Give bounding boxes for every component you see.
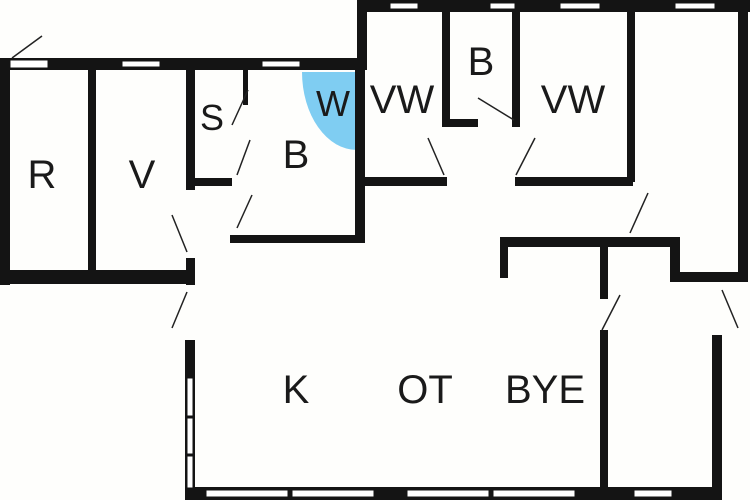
room-label-b-top: B <box>468 40 495 84</box>
doors <box>11 35 739 331</box>
room-labels: R V S B W B VW VW K OT BYE <box>28 40 606 412</box>
wet-area-zone <box>302 72 357 150</box>
room-label-b: B <box>283 133 310 177</box>
room-label-ot: OT <box>397 368 453 412</box>
room-label-r: R <box>28 153 57 197</box>
room-label-vw-a: VW <box>370 78 435 122</box>
room-label-k: K <box>283 368 310 412</box>
room-label-w: W <box>316 83 350 124</box>
room-label-v: V <box>129 153 156 197</box>
room-label-vw-b: VW <box>541 78 606 122</box>
room-label-s: S <box>200 97 224 138</box>
room-label-bye: BYE <box>505 368 585 412</box>
windows <box>9 2 716 498</box>
